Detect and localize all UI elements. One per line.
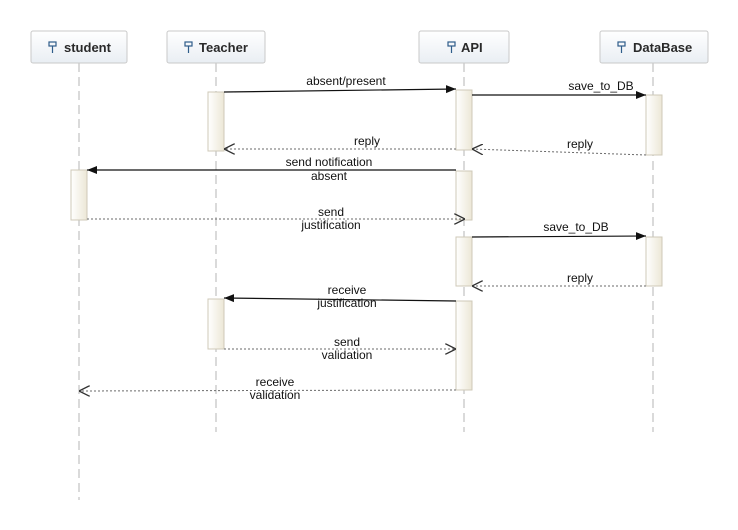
activation-api-2 <box>455 170 473 221</box>
pin-icon <box>617 41 626 53</box>
message-label: send notification <box>286 155 373 169</box>
actor-label-student: student <box>64 40 112 55</box>
message-label: validation <box>322 348 373 362</box>
activation-api-1 <box>455 89 473 151</box>
message-arrow <box>223 294 457 303</box>
message-label: send <box>334 335 360 349</box>
actor-api[interactable]: API <box>418 30 510 64</box>
activation-database-1 <box>645 94 663 156</box>
pin-icon <box>184 41 193 53</box>
message-label: send <box>318 205 344 219</box>
message-label: reply <box>354 134 380 148</box>
actor-label-api: API <box>461 40 483 55</box>
message-label: justification <box>300 218 360 232</box>
reply-arrow <box>472 149 647 156</box>
pin-icon <box>48 41 57 53</box>
message-label: validation <box>250 388 301 402</box>
activation-teacher-2 <box>207 298 225 350</box>
activation-api-4 <box>455 300 473 391</box>
message-label: receive <box>328 283 367 297</box>
message-label: absent/present <box>306 74 386 88</box>
message-label: save_to_DB <box>568 79 633 93</box>
actor-student[interactable]: student <box>30 30 128 64</box>
activation-student-1 <box>70 169 88 221</box>
message-arrow <box>471 232 647 241</box>
message-label: justification <box>316 296 376 310</box>
activation-database-2 <box>645 236 663 287</box>
activation-api-3 <box>455 236 473 287</box>
message-label: save_to_DB <box>543 220 608 234</box>
actor-label-database: DataBase <box>633 40 692 55</box>
message-label: absent <box>311 169 348 183</box>
activation-teacher-1 <box>207 91 225 152</box>
actor-database[interactable]: DataBase <box>599 30 709 64</box>
message-label: reply <box>567 137 593 151</box>
actor-label-teacher: Teacher <box>199 40 248 55</box>
pin-icon <box>447 41 456 53</box>
actor-teacher[interactable]: Teacher <box>166 30 266 64</box>
message-arrow <box>223 85 457 94</box>
reply-arrow <box>79 390 457 391</box>
message-label: receive <box>256 375 295 389</box>
message-label: reply <box>567 271 593 285</box>
